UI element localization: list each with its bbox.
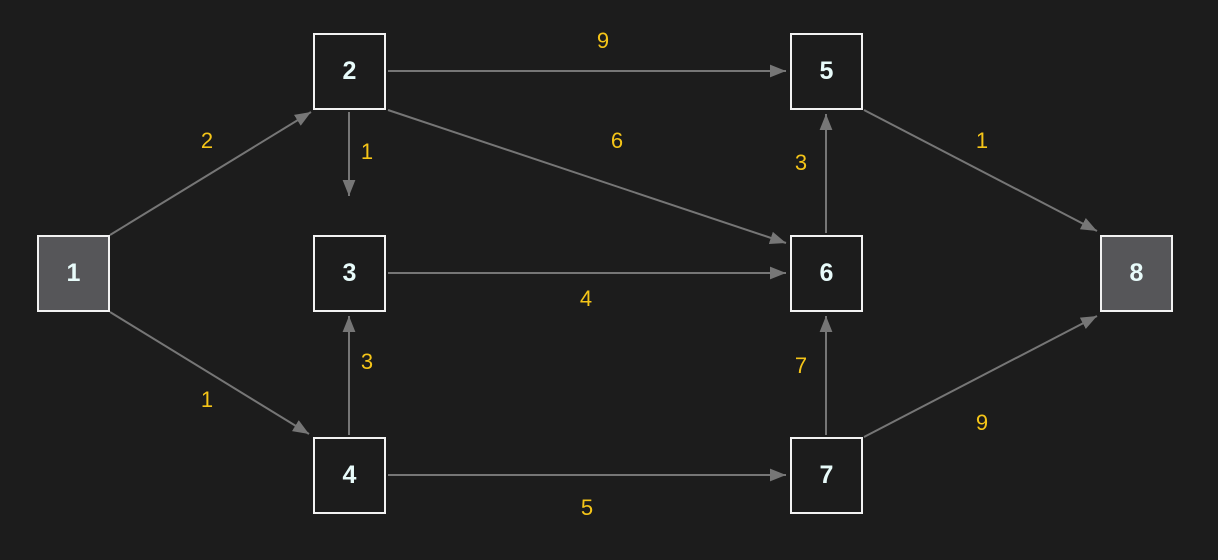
graph-node-5[interactable]: 5 bbox=[790, 33, 863, 110]
graph-node-label-7: 7 bbox=[819, 461, 834, 489]
edge-weight-2-5: 9 bbox=[596, 28, 610, 53]
graph-node-label-6: 6 bbox=[819, 259, 834, 287]
graph-node-3[interactable]: 3 bbox=[313, 235, 386, 312]
edge-weight-1-2: 2 bbox=[200, 128, 214, 153]
edge-weight-7-8: 9 bbox=[975, 410, 989, 435]
graph-node-label-2: 2 bbox=[342, 57, 357, 85]
edge-weight-5-8: 1 bbox=[975, 128, 989, 153]
edge-7-to-8 bbox=[863, 315, 1098, 438]
graph-node-label-3: 3 bbox=[342, 259, 357, 287]
edge-1-to-2 bbox=[109, 111, 312, 236]
graph-node-label-8: 8 bbox=[1129, 259, 1144, 287]
edge-5-to-8 bbox=[863, 109, 1098, 232]
edge-weight-4-3: 3 bbox=[360, 349, 374, 374]
edge-weight-2-6: 6 bbox=[610, 128, 624, 153]
edge-weight-3-6: 4 bbox=[579, 286, 593, 311]
graph-node-8[interactable]: 8 bbox=[1100, 235, 1173, 312]
edge-2-to-6 bbox=[387, 109, 787, 244]
graph-node-4[interactable]: 4 bbox=[313, 437, 386, 514]
edge-weight-2-3: 1 bbox=[360, 139, 374, 164]
graph-node-7[interactable]: 7 bbox=[790, 437, 863, 514]
edge-weight-1-4: 1 bbox=[200, 387, 214, 412]
edge-lines-group bbox=[109, 64, 1098, 482]
graph-node-label-4: 4 bbox=[342, 461, 357, 489]
graph-node-label-5: 5 bbox=[819, 57, 834, 85]
edge-weight-6-5: 3 bbox=[794, 150, 808, 175]
edge-weight-4-7: 5 bbox=[580, 495, 594, 520]
edge-weight-7-6: 7 bbox=[794, 353, 808, 378]
edge-1-to-4 bbox=[109, 311, 310, 435]
graph-node-2[interactable]: 2 bbox=[313, 33, 386, 110]
graph-node-1[interactable]: 1 bbox=[37, 235, 110, 312]
graph-node-6[interactable]: 6 bbox=[790, 235, 863, 312]
graph-node-label-1: 1 bbox=[66, 259, 81, 287]
